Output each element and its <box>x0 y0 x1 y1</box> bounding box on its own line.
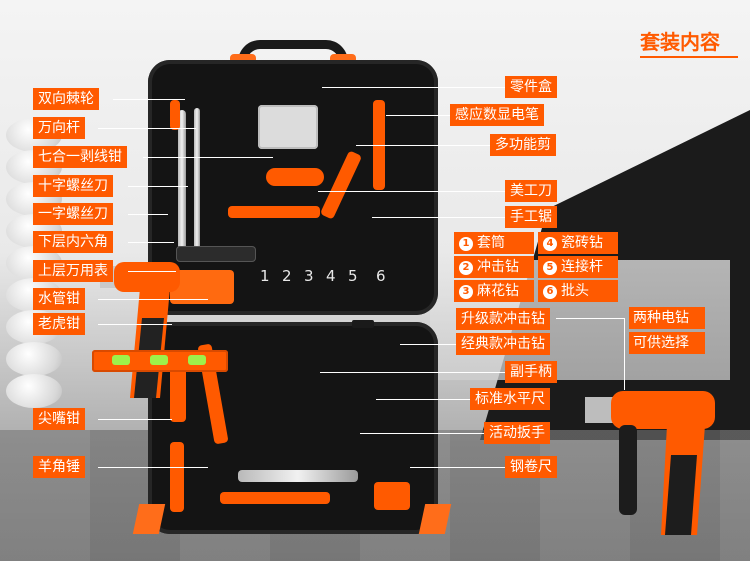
background-pillow <box>6 342 62 376</box>
section-title: 套装内容 <box>640 30 720 54</box>
label-classic-impact-drill: 经典款冲击钻 <box>456 333 550 355</box>
bit-number: 1 <box>260 267 270 285</box>
label-extension-bar: 万向杆 <box>33 117 85 139</box>
claw-hammer-image <box>220 492 330 504</box>
leader-line <box>143 157 273 158</box>
label-upgraded-impact-drill: 升级款冲击钻 <box>456 308 550 330</box>
hex-keys-image <box>176 246 256 262</box>
label-voltage-tester: 感应数显电笔 <box>450 104 544 126</box>
leader-line <box>128 271 176 272</box>
label-claw-hammer: 羊角锤 <box>33 456 85 478</box>
leader-line <box>556 318 624 319</box>
needle-nose-pliers-image <box>170 442 184 512</box>
leader-line <box>128 186 188 187</box>
utility-knife-image <box>228 206 320 218</box>
label-auxiliary-handle: 副手柄 <box>505 361 557 383</box>
leader-line <box>400 344 456 345</box>
title-underline <box>640 56 738 58</box>
leader-line <box>624 318 625 390</box>
background-pillow <box>6 374 62 408</box>
leader-line <box>320 372 505 373</box>
spirit-level-image <box>92 350 228 372</box>
tape-measure-image <box>374 482 410 510</box>
bit-number: 5 <box>348 267 358 285</box>
label-utility-knife: 美工刀 <box>505 180 557 202</box>
label-needle-nose-pliers: 尖嘴钳 <box>33 408 85 430</box>
label-spirit-level: 标准水平尺 <box>470 388 550 410</box>
extension-bar-image <box>194 108 200 258</box>
level-vial <box>188 355 206 365</box>
leader-line <box>386 115 450 116</box>
label-combination-pliers: 老虎钳 <box>33 313 85 335</box>
multimeter-image <box>170 270 234 304</box>
label-adjustable-wrench: 活动扳手 <box>484 422 550 444</box>
bit-number: 6 <box>376 267 386 285</box>
label-tape-measure: 钢卷尺 <box>505 456 557 478</box>
label-ratchet: 双向棘轮 <box>33 88 99 110</box>
drill-brand-plate <box>352 320 374 328</box>
leader-line <box>356 145 490 146</box>
adjustable-wrench-image <box>238 470 358 482</box>
leader-line <box>372 217 505 218</box>
wire-stripper-image <box>266 168 324 186</box>
leader-line <box>128 214 168 215</box>
multi-shears-image <box>319 150 363 220</box>
leader-line <box>410 467 505 468</box>
label-flat-screwdriver: 一字螺丝刀 <box>33 203 113 225</box>
tool-case: 1 2 3 4 5 6 <box>132 40 452 537</box>
drill-note-line-2: 可供选择 <box>629 332 705 354</box>
label-pipe-wrench: 水管钳 <box>33 288 85 310</box>
level-vial <box>150 355 168 365</box>
bit-number: 2 <box>282 267 292 285</box>
leader-line <box>376 399 470 400</box>
leader-line <box>98 128 196 129</box>
level-vial <box>112 355 130 365</box>
leader-line <box>360 433 484 434</box>
leader-line <box>98 324 172 325</box>
screwdriver-handle-image <box>170 100 180 130</box>
bit-number: 4 <box>326 267 336 285</box>
leader-line <box>98 299 208 300</box>
leader-line <box>98 419 172 420</box>
leader-line <box>322 87 505 88</box>
label-multimeter: 上层万用表 <box>33 260 113 282</box>
leader-line <box>318 191 505 192</box>
parts-box-image <box>258 105 318 149</box>
bit-number: 3 <box>304 267 314 285</box>
case-upper-tray: 1 2 3 4 5 6 <box>148 60 438 315</box>
leader-line <box>113 99 185 100</box>
label-hex-keys: 下层内六角 <box>33 231 113 253</box>
label-wire-stripper: 七合一剥线钳 <box>33 146 127 168</box>
ratchet-image <box>178 110 186 250</box>
drill-note-line-1: 两种电钻 <box>629 307 705 329</box>
leader-line <box>98 467 208 468</box>
label-hand-saw: 手工锯 <box>505 206 557 228</box>
label-multi-shears: 多功能剪 <box>490 134 556 156</box>
impact-drill-side-image <box>585 391 715 535</box>
label-parts-box: 零件盒 <box>505 76 557 98</box>
label-phillips-screwdriver: 十字螺丝刀 <box>33 175 113 197</box>
leader-line <box>128 242 174 243</box>
